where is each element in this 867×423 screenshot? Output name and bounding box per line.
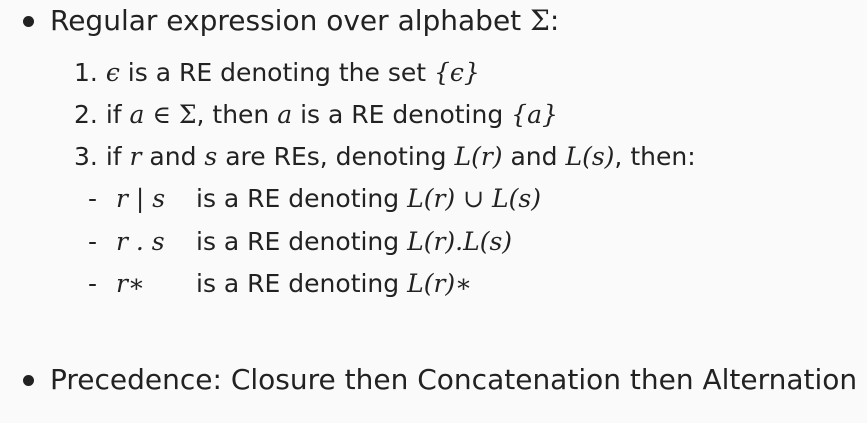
in-sigma: ∈ Σ [144,100,197,129]
var-s: s [204,142,218,171]
math-concat: L(r).L(s) [407,227,513,256]
rule-2-number: 2. [74,100,98,129]
bullet-marker-1 [23,16,34,27]
expr-closure: r∗ [116,269,145,298]
var-a-2: a [277,100,293,129]
var-r: r [129,142,142,171]
bullet-precedence: Precedence: Closure then Concatenation t… [50,363,858,396]
rule-2-then: , then [196,100,278,129]
lang-s: L(s) [565,142,615,171]
rule-3-and: and [141,142,205,171]
sub-rule-alternation-text: is a RE denoting L(r) ∪ L(s) [196,186,541,211]
rule-1: 1. ϵ is a RE denoting the set {ϵ} [74,60,480,85]
rule-1-number: 1. [74,58,98,87]
rule-3-then: , then: [614,142,696,171]
lang-r: L(r) [454,142,503,171]
dash-marker: - [88,184,98,213]
sub-desc: is a RE denoting [196,227,408,256]
bullet1-colon: : [549,4,560,37]
rule-3-if: if [105,142,130,171]
epsilon-symbol: ϵ [105,58,120,87]
sub-rule-concatenation-text: is a RE denoting L(r).L(s) [196,229,512,254]
bullet-regular-expression: Regular expression over alphabet Σ: [50,7,559,35]
bullet-marker-2 [23,375,34,386]
sub-rule-closure-text: is a RE denoting L(r)∗ [196,271,472,296]
sub-desc: is a RE denoting [196,184,408,213]
rule-2-text: is a RE denoting [292,100,512,129]
dash-marker: - [88,227,98,256]
sigma-symbol: Σ [530,4,550,37]
var-a: a [129,100,145,129]
rule-3-and-2: and [502,142,566,171]
epsilon-set: {ϵ} [434,58,480,87]
math-closure: L(r)∗ [407,269,473,298]
expr-alternation: r | s [116,184,166,213]
a-set: {a} [511,100,558,129]
rule-3-number: 3. [74,142,98,171]
dash-marker: - [88,269,98,298]
rule-2-if: if [105,100,130,129]
rule-3: 3. if r and s are REs, denoting L(r) and… [74,144,696,169]
rule-1-text: is a RE denoting the set [119,58,435,87]
rule-2: 2. if a ∈ Σ, then a is a RE denoting {a} [74,102,558,127]
rule-3-text: are REs, denoting [217,142,455,171]
bullet1-text: Regular expression over alphabet [50,4,531,37]
expr-concatenation: r . s [116,227,165,256]
sub-desc: is a RE denoting [196,269,408,298]
math-union: L(r) ∪ L(s) [407,184,541,213]
